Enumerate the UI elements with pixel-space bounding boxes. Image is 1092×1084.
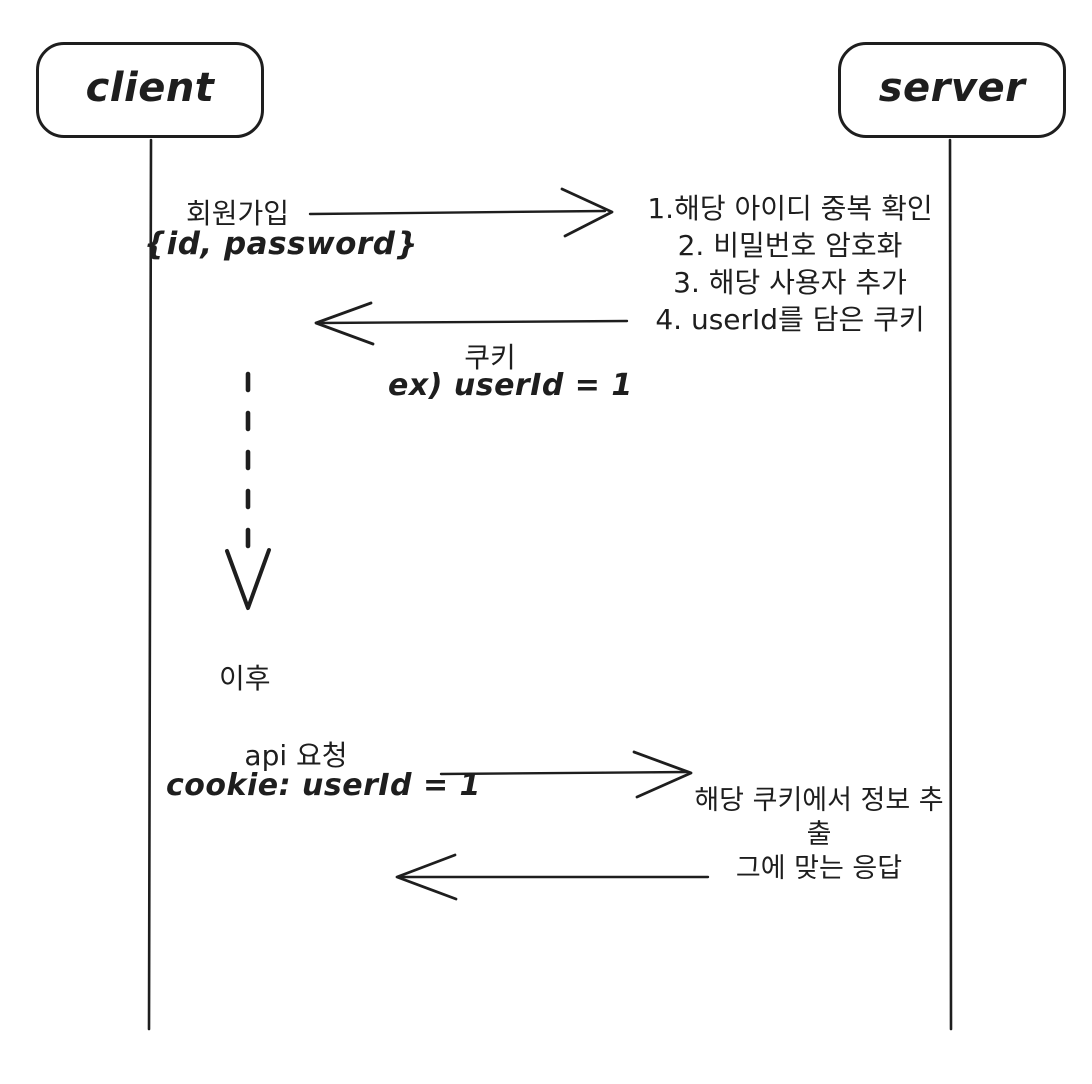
- client-lifeline: [147, 138, 153, 1031]
- api-request-arrow-line: [439, 770, 689, 776]
- time-passes-arrowhead-icon: [225, 548, 271, 610]
- signup-request-arrow-line: [308, 209, 607, 216]
- client-actor-box: client: [36, 42, 264, 138]
- signup-response-example: ex) userId = 1: [388, 368, 633, 403]
- time-gap-label: 이후: [219, 662, 271, 695]
- api-server-step-1: 해당 쿠키에서 정보 추출: [694, 785, 944, 850]
- server-actor-label: server: [878, 65, 1026, 111]
- api-server-step-2: 그에 맞는 응답: [735, 853, 903, 884]
- signup-request-arrowhead-icon: [560, 187, 614, 238]
- signup-server-step-1: 1.해당 아이디 중복 확인: [647, 192, 933, 225]
- signup-server-steps: 1.해당 아이디 중복 확인 2. 비밀번호 암호화 3. 해당 사용자 추가 …: [628, 190, 952, 338]
- api-server-steps: 해당 쿠키에서 정보 추출 그에 맞는 응답: [690, 784, 948, 886]
- signup-response-arrowhead-icon: [314, 301, 375, 346]
- signup-request-label: 회원가입: [186, 197, 290, 230]
- server-lifeline: [948, 138, 953, 1031]
- client-actor-label: client: [85, 65, 215, 111]
- api-request-cookie: cookie: userId = 1: [166, 768, 481, 803]
- signup-response-label: 쿠키: [464, 341, 516, 374]
- api-request-label: api 요청: [244, 739, 348, 772]
- signup-server-step-2: 2. 비밀번호 암호화: [677, 229, 903, 262]
- api-request-arrowhead-icon: [632, 750, 693, 799]
- signup-request-payload: {id, password}: [144, 226, 418, 262]
- api-response-arrowhead-icon: [395, 853, 458, 901]
- server-actor-box: server: [838, 42, 1066, 138]
- signup-server-step-4: 4. userId를 담은 쿠키: [655, 303, 925, 336]
- signup-server-step-3: 3. 해당 사용자 추가: [673, 266, 907, 299]
- signup-response-arrow-line: [317, 319, 629, 325]
